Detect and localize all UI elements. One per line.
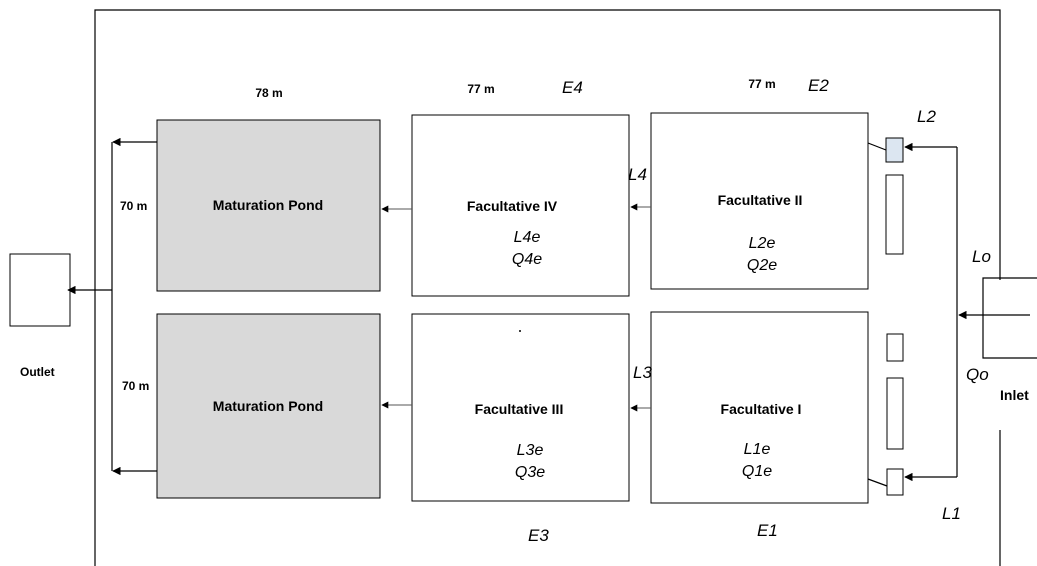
inlet-channel [982, 277, 1037, 359]
facultative-3-pond [411, 313, 630, 502]
facultative-2-label: Facultative II [718, 192, 803, 208]
channel-segment-1 [885, 174, 904, 255]
outlet-box [9, 253, 71, 327]
facultative-4-l: L4e [514, 229, 541, 246]
label-l2: L2 [917, 107, 936, 126]
maturation-pond-top-label: Maturation Pond [213, 197, 323, 213]
facultative-1-q: Q1e [742, 463, 772, 480]
facultative-3-q: Q3e [515, 464, 545, 481]
site-boundary [94, 9, 1001, 566]
facultative-1-label: Facultative I [721, 401, 802, 417]
facultative-2-l: L2e [749, 235, 776, 252]
label-e3: E3 [528, 526, 549, 545]
inlet-box-top [885, 137, 904, 163]
label-qo: Qo [966, 365, 989, 384]
label-e2: E2 [808, 76, 829, 95]
facultative-1-l: L1e [744, 441, 771, 458]
dim-fac4-width: 77 m [467, 82, 494, 96]
label-e4: E4 [562, 78, 583, 97]
facultative-3-l: L3e [517, 442, 544, 459]
channel-segment-2 [886, 333, 904, 362]
stray-dot [519, 330, 521, 332]
outlet-label: Outlet [20, 365, 55, 379]
facultative-2-q: Q2e [747, 257, 777, 274]
label-e1: E1 [757, 521, 778, 540]
tick-bottom [867, 478, 888, 487]
dim-top-height: 70 m [120, 199, 147, 213]
label-l3: L3 [633, 363, 652, 382]
facultative-1-pond [650, 311, 869, 504]
label-l1: L1 [942, 504, 961, 523]
facultative-3-label: Facultative III [475, 401, 564, 417]
facultative-4-pond [411, 114, 630, 297]
facultative-4-q: Q4e [512, 251, 542, 268]
channel-segment-3 [886, 377, 904, 450]
facultative-2-pond [650, 112, 869, 290]
maturation-pond-bottom-label: Maturation Pond [213, 398, 323, 414]
dim-maturation-width: 78 m [255, 86, 282, 100]
maturation-pond-top [156, 119, 381, 292]
dim-fac2-width: 77 m [748, 77, 775, 91]
label-lo: Lo [972, 247, 991, 266]
dim-bottom-height: 70 m [122, 379, 149, 393]
maturation-pond-bottom [156, 313, 381, 499]
facultative-4-label: Facultative IV [467, 198, 558, 214]
label-l4: L4 [628, 165, 647, 184]
inlet-label: Inlet [1000, 387, 1029, 403]
tick-top [867, 142, 887, 151]
inlet-box-bottom [886, 468, 904, 496]
